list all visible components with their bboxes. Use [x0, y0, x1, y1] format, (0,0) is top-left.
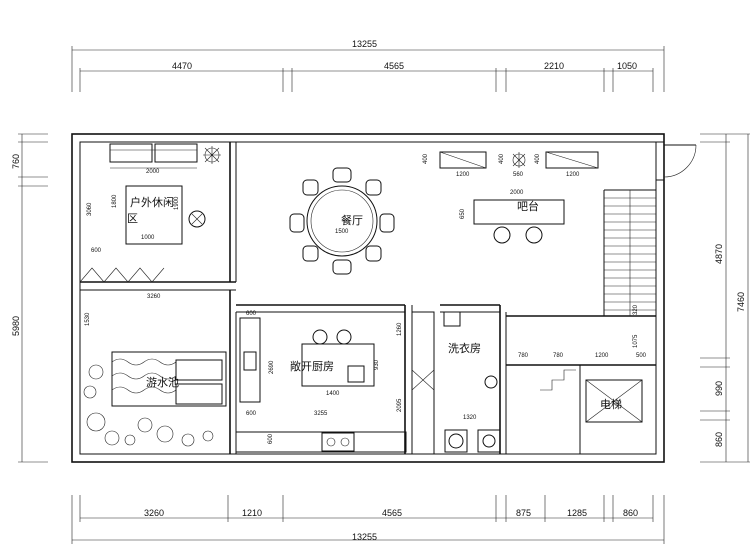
- room-elevator: 电梯: [600, 398, 622, 411]
- dim-320: 320: [633, 304, 639, 315]
- dim-2000b: 2000: [510, 190, 524, 196]
- dim-1500: 1500: [335, 229, 349, 235]
- dim-1200c: 1200: [595, 353, 609, 359]
- room-outdoor-leisure: 户外休闲: [130, 195, 174, 209]
- dim-600d: 600: [268, 433, 274, 444]
- dim-bottom-seg6: 860: [623, 508, 638, 518]
- dim-bottom-seg4: 875: [516, 508, 531, 518]
- room-outdoor-leisure-2: 区: [127, 212, 138, 225]
- dim-1320: 1320: [463, 415, 477, 421]
- dim-780a: 780: [518, 353, 529, 359]
- top-dimensions: 13255 4470 4565 2210 1050: [71, 39, 665, 92]
- dim-bottom-seg1: 3260: [144, 508, 164, 518]
- dim-bottom-seg2: 1210: [242, 508, 262, 518]
- dining-table: [289, 167, 395, 275]
- dim-top-total: 13255: [352, 39, 377, 49]
- laundry-fixtures: [443, 311, 501, 453]
- plant-icon: [203, 146, 221, 164]
- dim-930: 930: [374, 359, 380, 370]
- dim-top-seg4: 1050: [617, 61, 637, 71]
- right-dimensions: 4870 7460 990 860: [700, 133, 750, 463]
- dim-3260: 3260: [147, 294, 161, 300]
- bottom-dimensions: 3260 1210 4565 875 1285 860 13255: [71, 495, 665, 544]
- left-dimensions: 760 5980: [11, 133, 48, 463]
- dim-1000: 1000: [141, 235, 155, 241]
- dim-600b: 600: [246, 311, 257, 317]
- bar-counter: [473, 199, 565, 244]
- plant-icon-2: [512, 152, 526, 168]
- cabinets-top: [439, 151, 599, 169]
- dim-top-seg1: 4470: [172, 61, 192, 71]
- inner-dimensions: 2000 3060 1800 1900 1000 600 3260 1530 1…: [85, 153, 647, 444]
- dim-400a: 400: [423, 153, 429, 164]
- dim-1260: 1260: [397, 322, 403, 336]
- dim-400b: 400: [499, 153, 505, 164]
- dim-3060: 3060: [87, 202, 93, 216]
- dim-780b: 780: [553, 353, 564, 359]
- dim-3255: 3255: [314, 411, 328, 417]
- staircase: [604, 190, 656, 316]
- outdoor-leisure-area: [79, 143, 206, 283]
- dim-left-b: 5980: [11, 316, 21, 336]
- dim-left-a: 760: [11, 154, 21, 169]
- dim-2690: 2690: [269, 360, 275, 374]
- room-bar: 吧台: [517, 199, 539, 213]
- dim-2095: 2095: [397, 398, 403, 412]
- dim-right-a: 4870: [714, 244, 724, 264]
- door-icon: [655, 141, 697, 181]
- dim-right-d: 860: [714, 432, 724, 447]
- dim-1200b: 1200: [566, 172, 580, 178]
- room-laundry: 洗衣房: [448, 341, 481, 355]
- room-pool: 游水池: [146, 376, 179, 389]
- dim-1800: 1800: [112, 194, 118, 208]
- dim-600a: 600: [91, 248, 102, 254]
- pool: [111, 351, 227, 407]
- dim-500: 500: [636, 353, 647, 359]
- garden-plants-icon: [83, 364, 214, 447]
- kitchen-fixtures: [235, 311, 435, 455]
- dim-top-seg3: 2210: [544, 61, 564, 71]
- dim-bottom-seg5: 1285: [567, 508, 587, 518]
- dim-right-b: 7460: [736, 292, 746, 312]
- elevator-icon: [585, 379, 643, 423]
- dim-1530: 1530: [85, 312, 91, 326]
- dim-600c: 600: [246, 411, 257, 417]
- dim-650: 650: [460, 208, 466, 219]
- room-dining: 餐厅: [341, 213, 363, 227]
- dim-560: 560: [513, 172, 524, 178]
- dim-right-c: 990: [714, 381, 724, 396]
- dim-bottom-seg3: 4565: [382, 508, 402, 518]
- walls: [71, 133, 665, 463]
- dim-1075: 1075: [633, 334, 639, 348]
- dim-top-seg2: 4565: [384, 61, 404, 71]
- dim-1900: 1900: [174, 196, 180, 210]
- dim-bottom-total: 13255: [352, 532, 377, 542]
- dim-2000a: 2000: [146, 169, 160, 175]
- dim-1200a: 1200: [456, 172, 470, 178]
- room-open-kitchen: 敞开厨房: [290, 359, 334, 373]
- dim-400c: 400: [535, 153, 541, 164]
- dim-1400: 1400: [326, 391, 340, 397]
- corridor-stairs: [540, 369, 576, 391]
